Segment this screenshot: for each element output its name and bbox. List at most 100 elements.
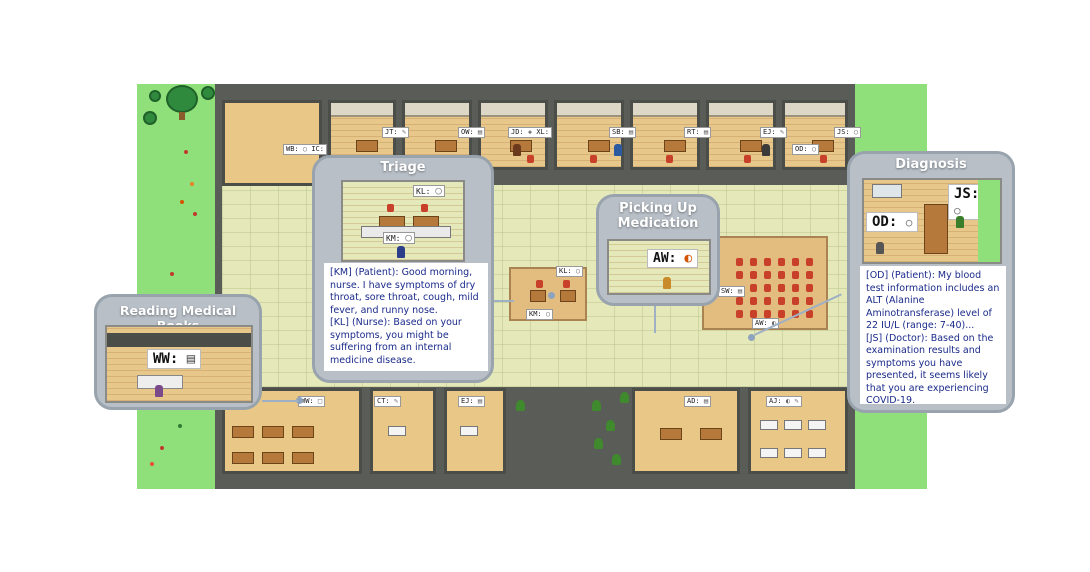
- desk: [262, 452, 284, 464]
- flower: [150, 462, 154, 466]
- plant: [594, 438, 603, 449]
- character-sprite: [956, 216, 964, 228]
- shelf: [808, 420, 826, 430]
- desk: [435, 140, 457, 152]
- diagnosis-title: Diagnosis: [895, 157, 967, 172]
- medication-view: AW: ◐: [607, 239, 711, 295]
- agent-tag: KL: ○: [413, 185, 445, 197]
- agent-tag: KM: ○: [526, 309, 554, 320]
- agent-tag: KL: ○: [556, 266, 584, 277]
- desk: [588, 140, 610, 152]
- desk: [530, 290, 546, 302]
- waiting-chair: [778, 297, 785, 305]
- speech-bubble-icon: ○: [435, 184, 442, 197]
- plant: [606, 420, 615, 431]
- agent-tag: AJ: ◐ ✎: [766, 396, 802, 407]
- tree: [201, 86, 215, 100]
- agent-tag: EJ: ▤: [458, 396, 486, 407]
- book-icon: ▤: [186, 351, 196, 367]
- bed: [388, 426, 406, 436]
- waiting-chair: [806, 297, 813, 305]
- agent-tag: AW: ◐: [647, 249, 699, 268]
- cabinet: [872, 184, 902, 198]
- desk: [292, 452, 314, 464]
- agent-tag: KM: ○: [383, 232, 415, 244]
- agent-tag: EJ: ✎: [760, 127, 788, 138]
- tree: [149, 90, 161, 102]
- bed: [460, 426, 478, 436]
- chair: [666, 155, 673, 163]
- agent-tag: WB: ○ IC:: [283, 144, 327, 155]
- desk: [924, 204, 948, 254]
- waiting-chair: [736, 271, 743, 279]
- waiting-chair: [792, 258, 799, 266]
- desk: [292, 426, 314, 438]
- plant: [620, 392, 629, 403]
- shelf: [808, 448, 826, 458]
- character-sprite: [762, 144, 770, 156]
- waiting-chair: [764, 310, 771, 318]
- shelf: [760, 448, 778, 458]
- dialogue-line: [OD] (Patient): My blood test informatio…: [866, 270, 1000, 331]
- waiting-chair: [778, 310, 785, 318]
- character-sprite: [513, 144, 521, 156]
- waiting-chair: [764, 258, 771, 266]
- waiting-chair: [750, 258, 757, 266]
- agent-tag: JT: ✎: [382, 127, 410, 138]
- flower: [193, 212, 197, 216]
- desk: [700, 428, 722, 440]
- diagnosis-view: JS: ○ OD: ○: [862, 178, 1002, 264]
- agent-tag: JS: ○: [834, 127, 862, 138]
- chair: [527, 155, 534, 163]
- tree-trunk: [179, 112, 185, 120]
- plant: [612, 454, 621, 465]
- waiting-chair: [806, 258, 813, 266]
- waiting-chair: [750, 271, 757, 279]
- connector-dot: [296, 397, 303, 404]
- connector-line: [490, 300, 514, 302]
- agent-tag: OD: ○: [792, 144, 820, 155]
- chair: [536, 280, 543, 288]
- desk: [664, 140, 686, 152]
- agent-tag: AD: ▤: [684, 396, 712, 407]
- triage-panel: Triage KL: ○ KM: ○ [KM] (Patient): Good …: [312, 155, 494, 383]
- agent-tag: OD: ○: [866, 212, 919, 232]
- triage-dialogue: [KM] (Patient): Good morning, nurse. I h…: [324, 263, 488, 371]
- tree: [166, 85, 198, 113]
- waiting-chair: [736, 258, 743, 266]
- window-grass: [978, 180, 1000, 262]
- agent-tag: WW: ▤: [147, 349, 202, 369]
- speech-bubble-icon: ○: [905, 216, 913, 229]
- agent-tag: OW: ▤: [458, 127, 486, 138]
- flower: [190, 182, 194, 186]
- character-sprite: [397, 246, 405, 258]
- pill-icon: ◐: [684, 251, 693, 266]
- chair: [744, 155, 751, 163]
- waiting-chair: [750, 310, 757, 318]
- flower: [180, 200, 184, 204]
- waiting-chair: [806, 271, 813, 279]
- waiting-chair: [764, 271, 771, 279]
- chair: [387, 204, 394, 212]
- desk: [232, 426, 254, 438]
- character-sprite: [614, 144, 622, 156]
- waiting-chair: [792, 297, 799, 305]
- ward-room: [222, 100, 322, 186]
- waiting-chair: [806, 310, 813, 318]
- waiting-chair: [736, 310, 743, 318]
- desk: [262, 426, 284, 438]
- desk: [660, 428, 682, 440]
- wall: [107, 333, 251, 347]
- character-sprite: [663, 277, 671, 289]
- flower: [160, 446, 164, 450]
- reading-view: WW: ▤: [105, 325, 253, 403]
- medication-title-line: Medication: [617, 216, 699, 231]
- dialogue-line: [KM] (Patient): Good morning, nurse. I h…: [330, 267, 479, 316]
- agent-tag: SW: ▤: [718, 286, 746, 297]
- waiting-chair: [764, 297, 771, 305]
- diagnosis-dialogue: [OD] (Patient): My blood test informatio…: [860, 266, 1006, 406]
- flower: [184, 150, 188, 154]
- agent-tag: SB: ▤: [609, 127, 637, 138]
- desk: [232, 452, 254, 464]
- character-sprite: [155, 385, 163, 397]
